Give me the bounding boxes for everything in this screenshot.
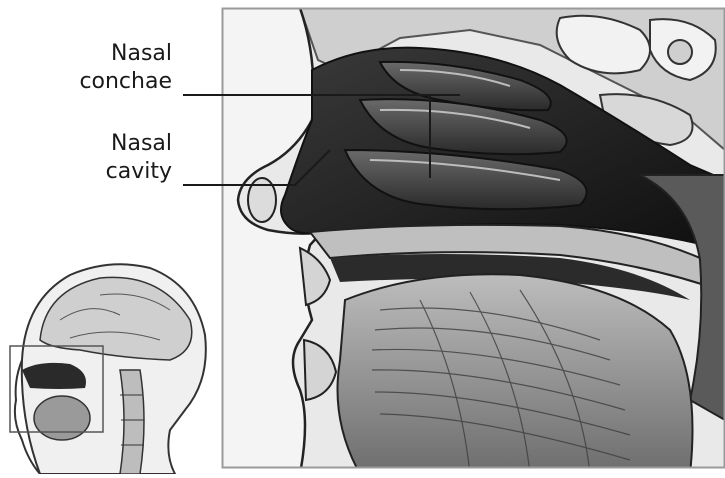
label-nasal-cavity-line1: Nasal	[58, 130, 172, 158]
label-nasal-conchae: Nasal conchae	[58, 40, 172, 96]
label-nasal-conchae-line1: Nasal	[58, 40, 172, 68]
label-nasal-cavity: Nasal cavity	[58, 130, 172, 186]
enlarged-section-view	[222, 8, 725, 474]
inset-head-diagram	[10, 264, 206, 474]
label-nasal-cavity-line2: cavity	[58, 158, 172, 186]
label-nasal-conchae-line2: conchae	[58, 68, 172, 96]
